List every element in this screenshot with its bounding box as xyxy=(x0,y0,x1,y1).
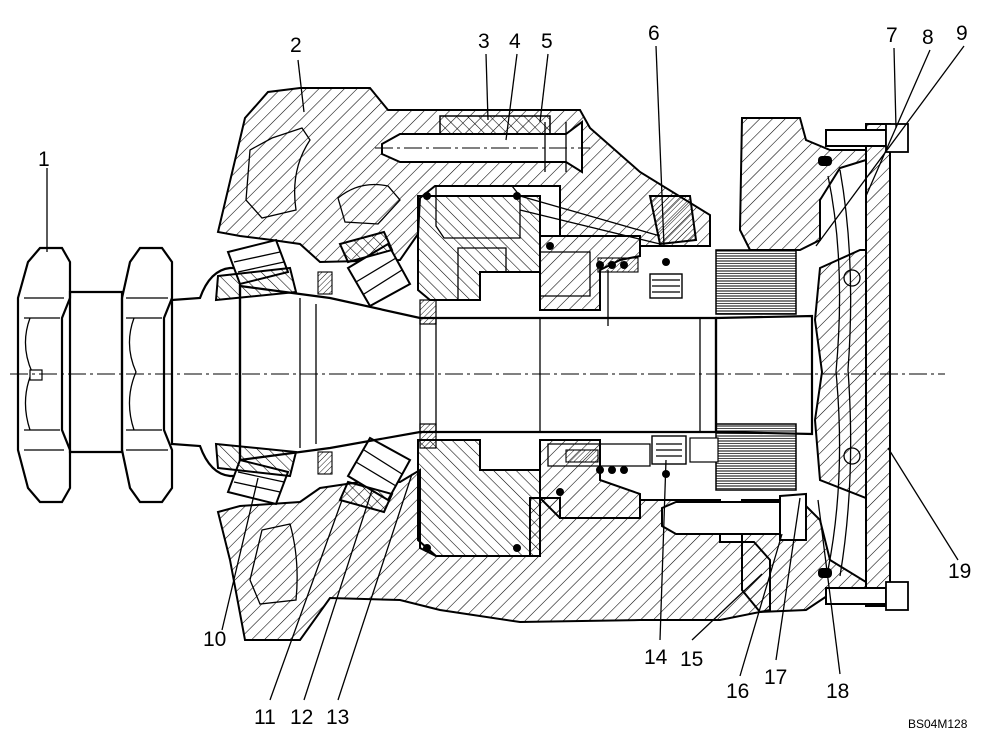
hub-housing xyxy=(216,87,771,641)
callout-3: 3 xyxy=(478,30,490,53)
callout-16: 16 xyxy=(726,680,749,703)
callout-7: 7 xyxy=(886,24,898,47)
ring-gear xyxy=(417,185,541,557)
bearing-lower-left xyxy=(214,442,298,506)
callout-9: 9 xyxy=(956,22,968,45)
callout-4: 4 xyxy=(509,30,521,53)
bearing-lower-right xyxy=(338,436,412,514)
sprocket-hub xyxy=(68,266,242,478)
callout-19: 19 xyxy=(948,560,971,583)
plug-14 xyxy=(651,435,719,465)
callout-8: 8 xyxy=(922,26,934,49)
flange-ring-3 xyxy=(439,115,551,135)
figure-code: BS04M128 xyxy=(908,717,968,731)
spindle-shaft xyxy=(238,270,814,462)
sprocket-left xyxy=(16,246,72,504)
callout-12: 12 xyxy=(290,706,313,729)
callout-14: 14 xyxy=(644,646,668,669)
brake-disc-pack-upper xyxy=(715,249,797,315)
callout-5: 5 xyxy=(541,30,553,53)
callout-labels: 1 2 3 4 5 6 7 8 9 10 11 12 13 14 15 16 1… xyxy=(38,22,971,731)
sprocket-right xyxy=(120,246,174,504)
bolt-18 xyxy=(825,581,909,611)
callout-13: 13 xyxy=(326,706,349,729)
cover-housing xyxy=(738,117,891,614)
leader-lines xyxy=(46,45,965,701)
callout-17: 17 xyxy=(764,666,787,689)
port-fitting-6 xyxy=(519,195,698,299)
callout-6: 6 xyxy=(648,22,660,45)
brake-disc-pack-lower xyxy=(715,423,797,491)
callout-10: 10 xyxy=(203,628,226,651)
bolt-16 xyxy=(661,492,807,541)
callout-18: 18 xyxy=(826,680,849,703)
o-rings xyxy=(423,156,832,578)
bearing-upper-right xyxy=(338,230,412,308)
bearing-upper-left xyxy=(214,238,298,302)
seal-rings xyxy=(317,271,333,475)
callout-1: 1 xyxy=(38,148,50,171)
callout-2: 2 xyxy=(290,34,302,57)
spring-plate xyxy=(827,169,861,577)
brake-piston-area xyxy=(539,235,651,519)
callout-15: 15 xyxy=(680,648,703,671)
callout-11: 11 xyxy=(254,706,276,729)
